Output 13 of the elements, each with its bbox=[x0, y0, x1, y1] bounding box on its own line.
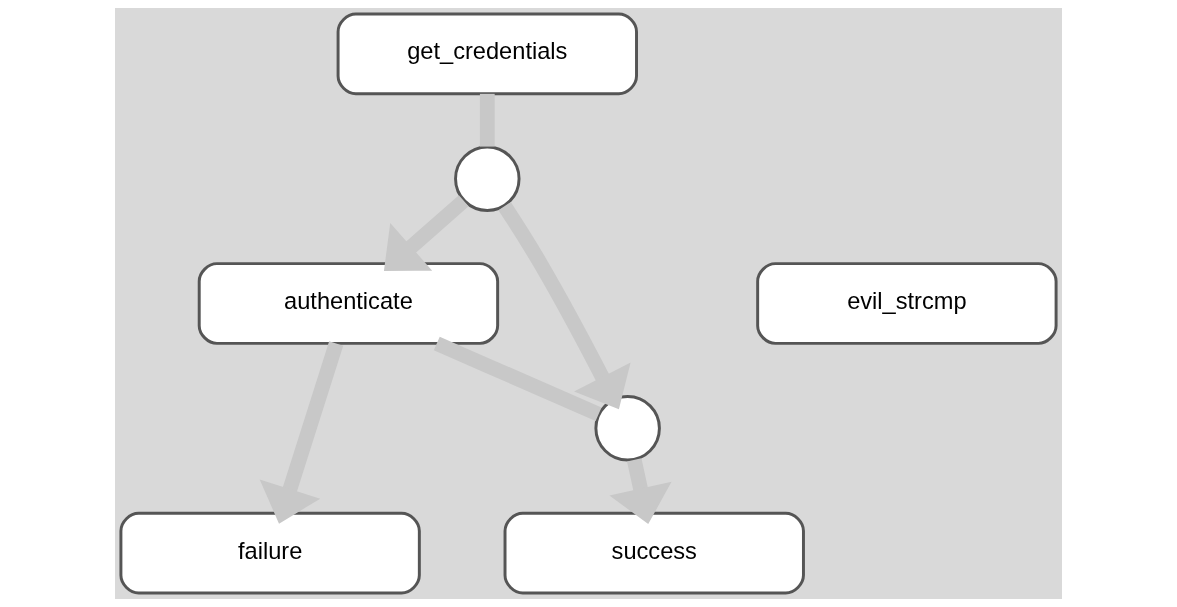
arrow bbox=[609, 458, 672, 525]
node-box: evil_strcmp bbox=[756, 262, 1058, 345]
arrow bbox=[259, 341, 344, 524]
arrow bbox=[498, 202, 631, 410]
node-circle bbox=[454, 145, 521, 212]
node-box: success bbox=[503, 511, 805, 595]
node-circle bbox=[594, 395, 661, 462]
node-box: get_credentials bbox=[336, 12, 638, 96]
arrow bbox=[383, 195, 469, 271]
connector bbox=[479, 93, 495, 147]
connector bbox=[433, 336, 602, 421]
node-box: failure bbox=[119, 511, 421, 595]
node-box: authenticate bbox=[197, 262, 500, 345]
